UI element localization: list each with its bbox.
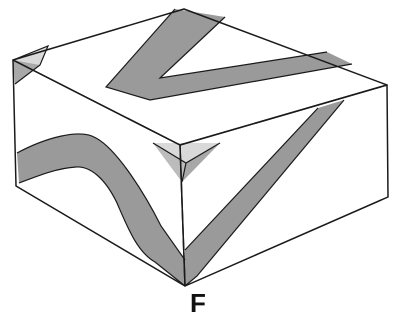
front-face-band [17, 134, 185, 286]
figure-label: F [190, 288, 206, 318]
